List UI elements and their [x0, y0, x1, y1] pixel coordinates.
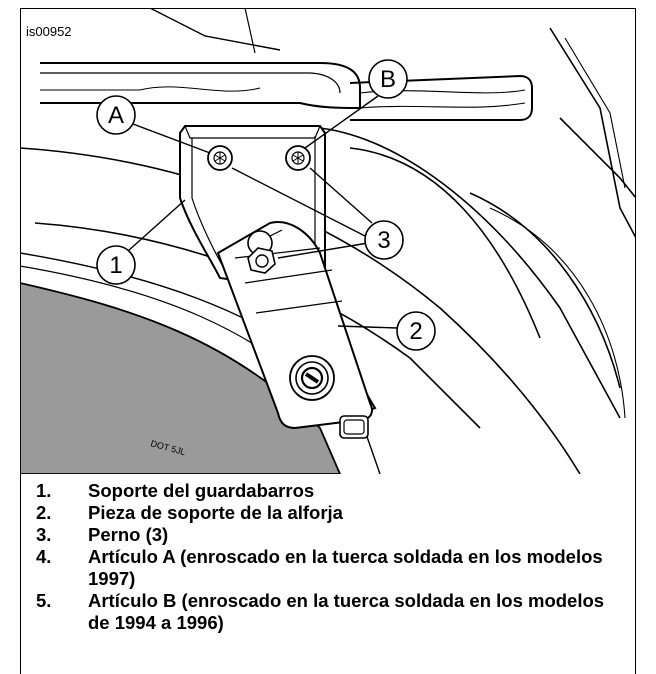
- legend-text: Pieza de soporte de la alforja: [88, 502, 343, 523]
- legend-item: 1. Soporte del guardabarros: [36, 480, 626, 502]
- callout-a-label: A: [108, 102, 124, 129]
- legend-number: 1.: [36, 480, 52, 501]
- leader-a: [132, 123, 211, 154]
- legend-number: 4.: [36, 546, 52, 567]
- callout-b-label: B: [380, 66, 396, 93]
- tire: [20, 282, 341, 474]
- legend-number: 3.: [36, 524, 52, 545]
- legend-number: 5.: [36, 590, 52, 611]
- legend-number: 2.: [36, 502, 52, 523]
- lower-bolt: [289, 355, 335, 401]
- callout-3-label: 3: [377, 227, 390, 254]
- callout-2-label: 2: [409, 318, 422, 345]
- callout-b-circle: [368, 59, 408, 99]
- leader-3c: [277, 242, 369, 259]
- legend-item: 3. Perno (3): [36, 524, 626, 546]
- callout-2-circle: [396, 311, 436, 351]
- leader-3a: [231, 167, 366, 237]
- side-rail: [349, 74, 533, 121]
- square-tab: [339, 415, 369, 439]
- legend-text: Artículo A (enroscado en la tuerca solda…: [88, 546, 603, 589]
- legend-list: 1. Soporte del guardabarros 2. Pieza de …: [36, 480, 626, 634]
- callout-1-label: 1: [109, 252, 122, 279]
- bolt-b: [285, 145, 311, 171]
- leader-b: [304, 95, 379, 149]
- legend-item: 5. Artículo B (enroscado en la tuerca so…: [36, 590, 626, 634]
- upper-rail: [40, 62, 361, 110]
- leader-3b: [309, 167, 373, 224]
- legend-text: Artículo B (enroscado en la tuerca solda…: [88, 590, 605, 633]
- legend-text: Soporte del guardabarros: [88, 480, 315, 501]
- fender-outline: [20, 147, 581, 474]
- leader-1: [127, 199, 186, 252]
- callout-a-circle: [96, 95, 136, 135]
- bracket-illustration: DOT 5JL: [20, 8, 636, 474]
- bolt-a: [207, 145, 233, 171]
- leader-2: [337, 325, 398, 329]
- upper-nut: [247, 229, 283, 274]
- legend-item: 4. Artículo A (enroscado en la tuerca so…: [36, 546, 626, 590]
- figure-id: is00952: [26, 24, 72, 39]
- callout-3-circle: [364, 220, 404, 260]
- legend-text: Perno (3): [88, 524, 169, 545]
- callout-1-circle: [96, 245, 136, 285]
- legend-item: 2. Pieza de soporte de la alforja: [36, 502, 626, 524]
